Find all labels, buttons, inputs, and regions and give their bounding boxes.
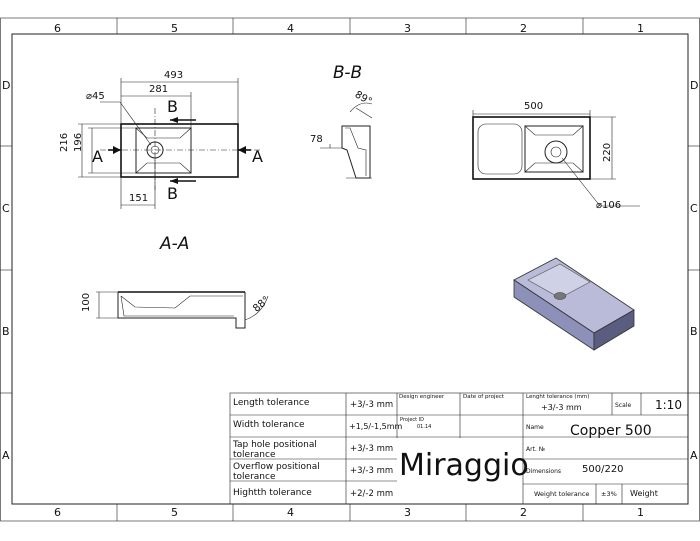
dim-281: 281 xyxy=(149,84,169,95)
tol-value-tap-hole: +3/-3 mm xyxy=(350,444,394,454)
section-marker-a-left: A xyxy=(92,147,103,166)
design-engineer-label: Design engineer xyxy=(399,394,445,400)
name-value: Copper 500 xyxy=(570,423,652,439)
dimensions-label: Dimensions xyxy=(526,468,562,475)
zone-col-5: 5 xyxy=(171,22,178,35)
zone-row-a-right: A xyxy=(690,449,698,462)
name-label: Name xyxy=(526,424,544,431)
section-aa-title: A-A xyxy=(160,234,190,254)
tol-value-overflow: +3/-3 mm xyxy=(350,466,394,476)
section-bb-title: B-B xyxy=(333,63,363,83)
tol-value-height: +2/-2 mm xyxy=(350,489,394,499)
zone-col-4: 4 xyxy=(287,22,294,35)
isometric-view xyxy=(513,257,635,351)
right-plan-view xyxy=(472,110,640,207)
tol-value-length: +3/-3 mm xyxy=(350,400,394,410)
project-id-label: Project ID xyxy=(400,417,425,423)
dim-bb-depth: 78 xyxy=(310,134,323,145)
weight-tol-value: ±3% xyxy=(601,490,617,498)
brand-logo: Miraggio xyxy=(399,448,529,483)
title-block-grid xyxy=(229,392,689,505)
zone-row-d: D xyxy=(2,79,11,92)
zone-row-a: A xyxy=(2,449,10,462)
dim-196: 196 xyxy=(73,132,84,152)
tol-label-width: Width tolerance xyxy=(233,420,305,430)
section-aa-view xyxy=(96,291,269,329)
zone-ticks xyxy=(0,18,700,521)
section-bb-view xyxy=(320,102,373,179)
section-marker-b-top: B xyxy=(167,97,178,116)
zone-col-4-bottom: 4 xyxy=(287,506,294,519)
zone-row-c: C xyxy=(2,202,10,215)
scale-value: 1:10 xyxy=(655,398,682,412)
date-of-project-label: Date of project xyxy=(463,394,505,400)
weight-label: Weight xyxy=(630,489,658,498)
tol-label-length: Length tolerance xyxy=(233,398,310,408)
length-tol-value: +3/-3 mm xyxy=(541,403,582,412)
dim-493: 493 xyxy=(164,70,184,81)
zone-col-3: 3 xyxy=(404,22,411,35)
zone-col-1: 1 xyxy=(637,22,644,35)
dim-hole-dia: ⌀45 xyxy=(86,91,105,102)
art-label: Art. № xyxy=(526,446,545,453)
dim-500: 500 xyxy=(524,101,544,112)
project-id-value: 01.14 xyxy=(417,424,432,430)
tol-label-height: Hightth tolerance xyxy=(233,488,312,498)
zone-col-2: 2 xyxy=(520,22,527,35)
section-marker-a-right: A xyxy=(252,147,263,166)
tol-label-tap-hole: Tap hole positional tolerance xyxy=(233,440,317,460)
weight-tol-label: Weight tolerance xyxy=(534,490,590,498)
tol-label-overflow: Overflow positional tolerance xyxy=(233,462,320,482)
length-tol-label: Lenght tolerance (mm) xyxy=(526,394,590,400)
section-marker-b-bottom: B xyxy=(167,184,178,203)
zone-col-1-bottom: 1 xyxy=(637,506,644,519)
tol-value-width: +1,5/-1,5mm xyxy=(349,422,403,431)
dimensions-value: 500/220 xyxy=(582,464,624,475)
zone-row-c-right: C xyxy=(690,202,698,215)
scale-label: Scale xyxy=(615,402,632,409)
dim-aa-height: 100 xyxy=(81,292,92,312)
zone-col-5-bottom: 5 xyxy=(171,506,178,519)
zone-row-b-right: B xyxy=(690,325,698,338)
zone-col-6: 6 xyxy=(54,22,61,35)
dim-drain-dia: ⌀106 xyxy=(596,200,622,211)
zone-col-2-bottom: 2 xyxy=(520,506,527,519)
zone-col-6-bottom: 6 xyxy=(54,506,61,519)
dim-216: 216 xyxy=(59,132,70,152)
dim-151: 151 xyxy=(129,193,149,204)
zone-row-b: B xyxy=(2,325,10,338)
zone-col-3-bottom: 3 xyxy=(404,506,411,519)
plan-view xyxy=(78,78,260,209)
dim-220: 220 xyxy=(602,142,613,162)
zone-row-d-right: D xyxy=(690,79,699,92)
